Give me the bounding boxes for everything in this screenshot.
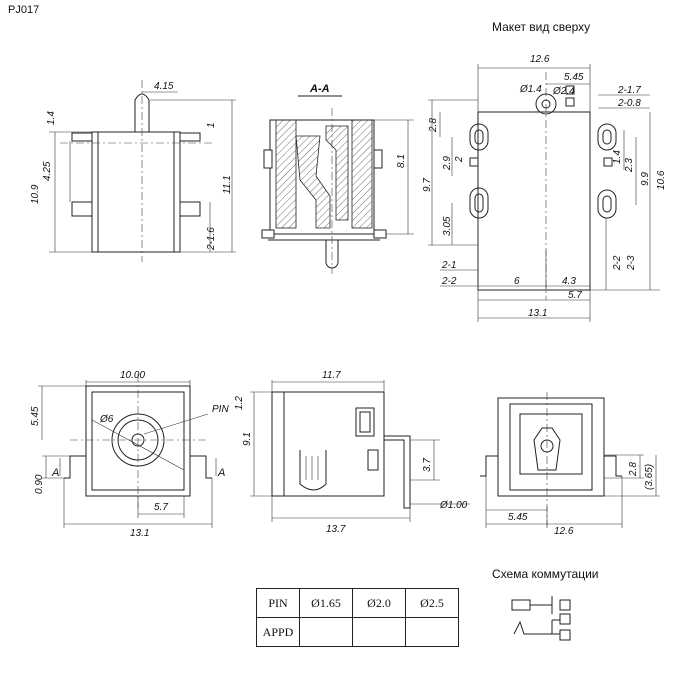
left-tab xyxy=(355,407,375,437)
pin-table: PIN Ø1.65 Ø2.0 Ø2.5 APPD xyxy=(256,588,459,647)
dim-top-12-6: 12.6 xyxy=(530,54,550,65)
dim-front-13-1: 13.1 xyxy=(130,528,149,539)
dim-left-13-7: 13.7 xyxy=(326,524,346,535)
dim-side-10-9: 10.9 xyxy=(30,184,41,204)
dim-front-pin: PIN xyxy=(212,404,229,415)
pin-table-cell: Ø2.0 xyxy=(352,588,406,618)
dim-rear-5-45: 5.45 xyxy=(508,512,528,523)
pin-table-cell: Ø2.5 xyxy=(405,588,459,618)
dim-top-2: 2 xyxy=(454,156,465,163)
dim-top-4-3: 4.3 xyxy=(562,276,576,287)
side-body xyxy=(91,131,181,253)
dim-top-6: 6 xyxy=(514,276,520,287)
front-view: 10.00 5.45 Ø6 PIN 1.2 0.90 A A 5.7 13.1 xyxy=(30,370,245,539)
dim-top-3-05: 3.05 xyxy=(442,216,453,236)
dim-side-1-4: 1.4 xyxy=(46,111,57,125)
part-number: PJ017 xyxy=(8,4,40,16)
dim-top-2-3b: 2-3 xyxy=(626,255,637,271)
pin-table-cell xyxy=(299,617,353,647)
dim-top-2-0-8: 2-0.8 xyxy=(617,98,641,109)
side-view: 4.15 1.4 4.25 10.9 11.1 1 2-1.6 xyxy=(30,80,236,262)
dim-front-dia-6: Ø6 xyxy=(99,414,114,425)
left-outline xyxy=(271,391,385,497)
dim-top-2-1: 2-1 xyxy=(441,260,456,271)
top-slot-right-1 xyxy=(597,123,617,151)
pin-table-row: PIN Ø1.65 Ø2.0 Ø2.5 xyxy=(256,588,459,618)
dim-left-11-7: 11.7 xyxy=(322,370,341,381)
dim-front-0-90: 0.90 xyxy=(34,474,45,494)
dim-top-dia-2-4: Ø2.4 xyxy=(552,86,575,97)
dim-top-9-9: 9.9 xyxy=(640,172,651,186)
dim-side-4-25: 4.25 xyxy=(42,161,53,181)
dim-side-1: 1 xyxy=(206,122,217,128)
section-title: A-A xyxy=(309,83,330,95)
dim-section-8-1: 8.1 xyxy=(396,154,407,168)
dim-top-5-7: 5.7 xyxy=(568,290,582,301)
top-view-title: Макет вид сверху xyxy=(492,20,591,34)
dim-top-2-8: 2.8 xyxy=(428,118,439,133)
dim-rear-2-8: 2.8 xyxy=(628,462,639,477)
dim-left-3-7: 3.7 xyxy=(422,458,433,472)
dim-left-9-1: 9.1 xyxy=(242,432,253,446)
section-mark-left: A xyxy=(51,467,59,479)
dim-rear-12-6: 12.6 xyxy=(554,526,574,537)
dim-side-4-15: 4.15 xyxy=(154,81,174,92)
top-slot-left-1 xyxy=(469,123,489,151)
switching-title: Схема коммутации xyxy=(492,567,599,581)
dim-top-10-6: 10.6 xyxy=(656,170,667,190)
dim-front-5-7: 5.7 xyxy=(154,502,168,513)
dim-top-13-1: 13.1 xyxy=(528,308,547,319)
dim-top-2-2b: 2-2 xyxy=(612,255,623,271)
dim-top-2-1-7: 2-1.7 xyxy=(617,85,641,96)
dim-top-2-3: 2.3 xyxy=(624,158,635,173)
pin-table-cell xyxy=(405,617,459,647)
dim-top-dia-1-4: Ø1.4 xyxy=(519,84,542,95)
rear-outline xyxy=(497,397,605,497)
pin-table-row: APPD xyxy=(256,617,459,647)
dim-rear-3-65: (3.65) xyxy=(644,464,655,490)
top-slot-left-2 xyxy=(469,187,489,219)
top-view: 12.6 5.45 2-1.7 2-0.8 Ø1.4 Ø2.4 2.8 2.9 … xyxy=(422,54,667,322)
switching-scheme xyxy=(511,596,571,641)
pin-table-cell: Ø1.65 xyxy=(299,588,353,618)
dim-top-2-9: 2.9 xyxy=(442,156,453,171)
side-pin-top xyxy=(134,93,150,132)
section-mark-right: A xyxy=(217,467,225,479)
top-outline xyxy=(477,111,591,291)
top-pin-hole xyxy=(535,93,557,115)
rear-view: 2.8 (3.65) 5.45 12.6 xyxy=(480,392,660,537)
top-slot-right-2 xyxy=(597,189,617,219)
dim-top-2-2: 2-2 xyxy=(441,276,457,287)
dim-side-11-1: 11.1 xyxy=(222,175,233,194)
pin-table-cell: APPD xyxy=(256,617,300,647)
dim-front-1-2: 1.2 xyxy=(234,396,245,410)
pin-table-cell xyxy=(352,617,406,647)
section-view: A-A 8.1 xyxy=(261,83,414,274)
scheme-plug xyxy=(511,599,531,611)
dim-top-5-45: 5.45 xyxy=(564,72,584,83)
dim-top-1-4: 1.4 xyxy=(612,150,623,164)
dim-top-9-7: 9.7 xyxy=(422,178,433,192)
dim-front-5-45: 5.45 xyxy=(30,406,41,426)
left-view: 11.7 9.1 3.7 Ø1.00 13.7 xyxy=(242,370,470,535)
rear-contact xyxy=(533,427,561,471)
dim-side-2-1-6: 2-1.6 xyxy=(206,227,217,251)
dim-left-dia-1-00: Ø1.00 xyxy=(439,500,468,511)
pin-table-cell: PIN xyxy=(256,588,300,618)
dim-front-10-00: 10.00 xyxy=(120,370,145,381)
